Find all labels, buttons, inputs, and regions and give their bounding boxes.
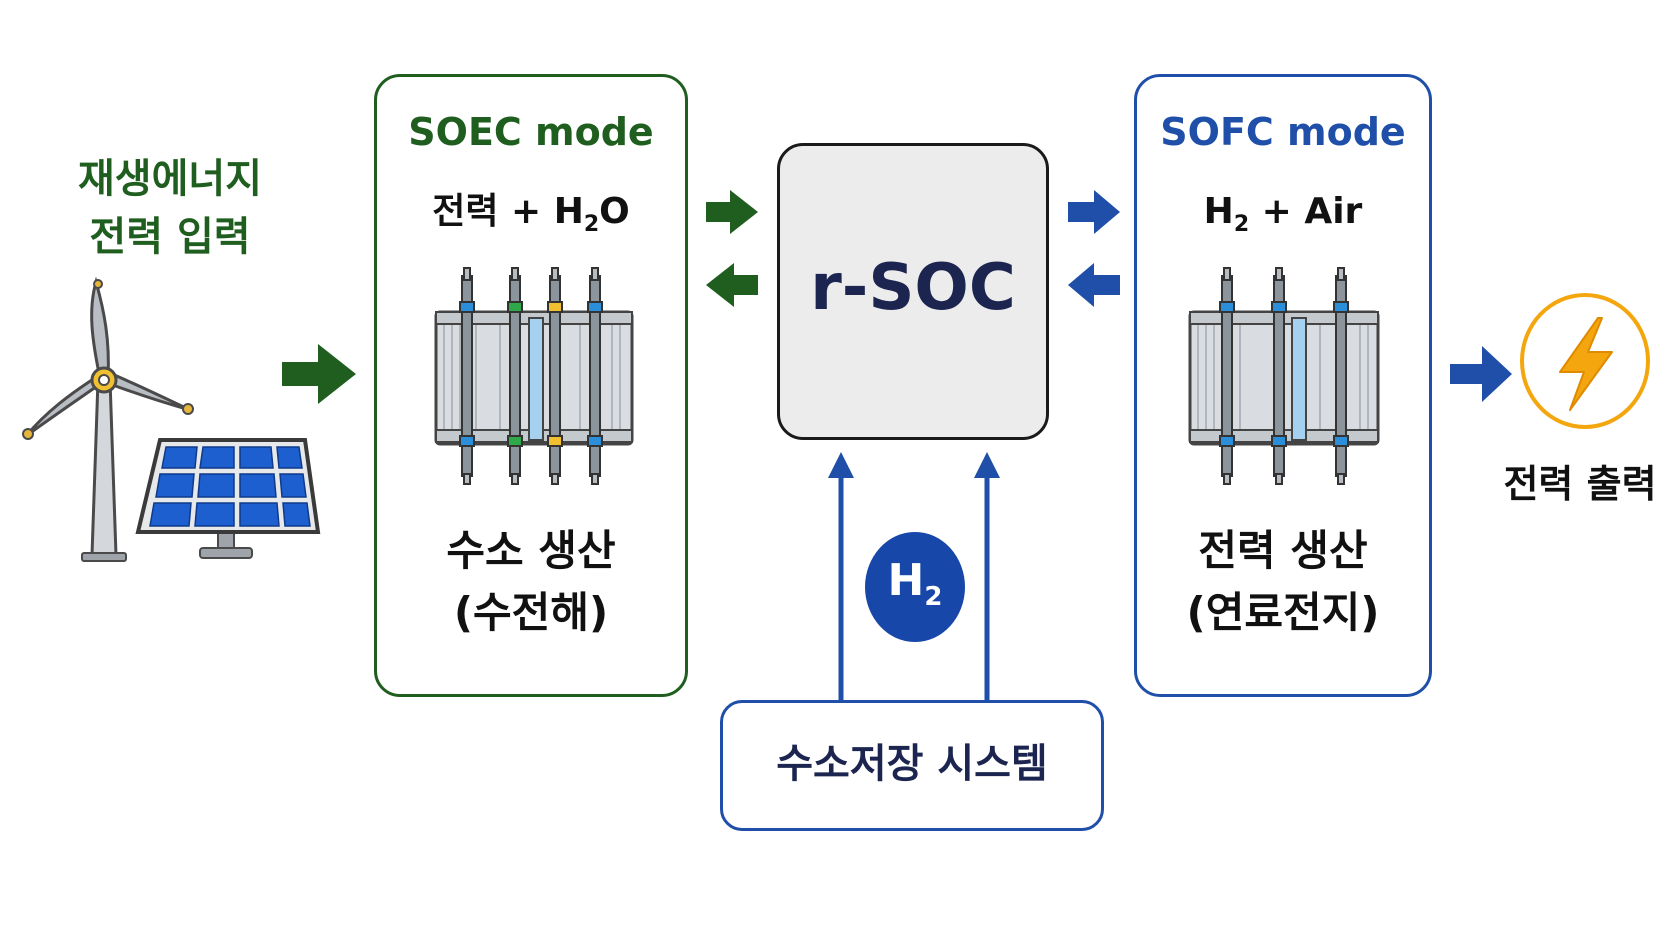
- hydrogen-sub: 2: [924, 581, 943, 612]
- sofc-input-prefix: H: [1203, 191, 1234, 232]
- sofc-description-line2: (연료전지): [1186, 588, 1380, 637]
- soec-input-suffix: O: [599, 191, 630, 232]
- soec-description: 수소 생산 (수전해): [374, 520, 688, 644]
- sofc-input-label: H2 + Air: [1134, 190, 1432, 239]
- storage-to-rsoc-arrow-right: [974, 452, 1000, 478]
- sofc-to-rsoc-arrow: [1068, 263, 1120, 307]
- storage-to-rsoc-arrow-left: [828, 452, 854, 478]
- hydrogen-badge: [865, 532, 965, 642]
- soec-description-line1: 수소 생산: [446, 526, 616, 575]
- hydrogen-symbol: H: [887, 555, 925, 606]
- sofc-input-sub: 2: [1233, 212, 1250, 238]
- soec-to-rsoc-arrow: [706, 190, 758, 234]
- soec-input-prefix: 전력 + H: [432, 191, 584, 232]
- rsoc-label: r-SOC: [810, 251, 1016, 325]
- sofc-to-output-arrow: [1450, 346, 1512, 402]
- renewable-input-label: 재생에너지 전력 입력: [60, 150, 280, 266]
- soec-input-sub: 2: [583, 212, 600, 238]
- sofc-description: 전력 생산 (연료전지): [1134, 520, 1432, 644]
- soec-description-line2: (수전해): [453, 588, 609, 637]
- renewable-input-line2: 전력 입력: [89, 214, 251, 260]
- hydrogen-storage-label: 수소저장 시스템: [776, 741, 1048, 787]
- power-output-label: 전력 출력: [1503, 462, 1657, 506]
- sofc-input-suffix: + Air: [1249, 191, 1363, 232]
- renewable-to-soec-arrow: [282, 344, 356, 404]
- sofc-title: SOFC mode: [1160, 110, 1406, 154]
- rsoc-to-sofc-arrow: [1068, 190, 1120, 234]
- hydrogen-badge-label: H2: [865, 555, 965, 613]
- soec-input-label: 전력 + H2O: [374, 190, 688, 239]
- soec-title: SOEC mode: [408, 110, 654, 154]
- rsoc-box: [777, 143, 1049, 440]
- renewable-input-line1: 재생에너지: [78, 156, 262, 202]
- sofc-description-line1: 전력 생산: [1198, 526, 1368, 575]
- hydrogen-storage-box: [720, 700, 1104, 831]
- rsoc-to-soec-arrow: [706, 263, 758, 307]
